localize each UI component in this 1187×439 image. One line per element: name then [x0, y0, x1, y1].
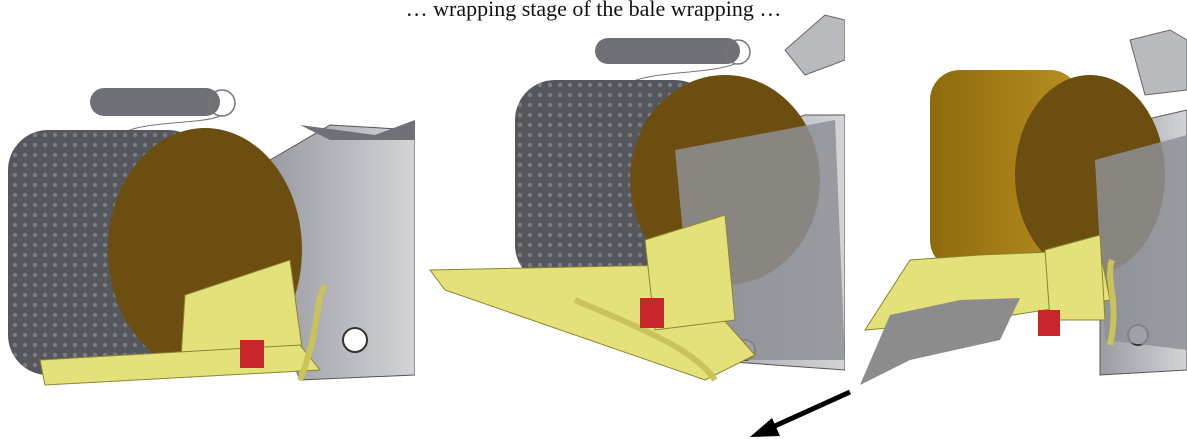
- panel-bale-rolling: [425, 0, 845, 390]
- top-plate: [300, 120, 415, 140]
- tail-light: [1038, 310, 1060, 336]
- baler-illustration-3: [860, 29, 1187, 385]
- ejected-sheet: [860, 298, 1020, 385]
- net-roll: [595, 38, 740, 64]
- baler-illustration-1: [8, 88, 415, 386]
- frame-arm: [297, 283, 328, 382]
- wheel-hub: [342, 327, 368, 353]
- tail-light: [240, 340, 264, 368]
- frame-arm: [1107, 259, 1117, 346]
- tail-light: [640, 298, 664, 328]
- panel-bale-ejected: [850, 0, 1187, 390]
- frame-arm: [573, 297, 718, 382]
- panel-bale-wrapped: [0, 0, 415, 390]
- chute: [784, 14, 845, 76]
- baler-illustration-2: [429, 14, 845, 382]
- figure-caption: … wrapping stage of the bale wrapping …: [405, 0, 782, 21]
- rear-door: [1095, 135, 1187, 350]
- net-roll: [90, 88, 220, 116]
- arrow-shaft: [764, 389, 852, 433]
- chute: [1129, 29, 1187, 96]
- arrow-head-icon: [750, 418, 780, 437]
- side-plate: [1044, 234, 1106, 321]
